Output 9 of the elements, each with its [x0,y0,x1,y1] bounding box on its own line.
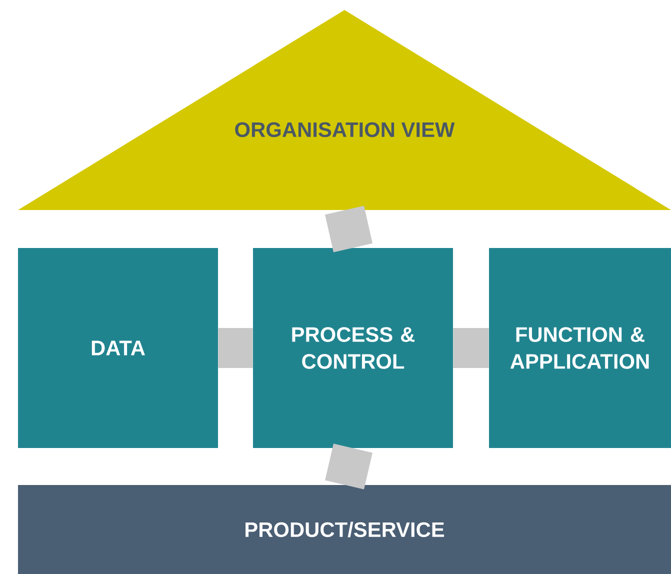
data-box: DATA [18,248,218,448]
connector-bar [325,444,372,490]
connector-bar [324,206,373,252]
function-box: FUNCTION & APPLICATION [489,248,671,448]
connector-bar [453,328,489,368]
roof-triangle: ORGANISATION VIEW [18,10,671,210]
process-box: PROCESS & CONTROL [253,248,453,448]
connector-bar [218,328,253,368]
product-bar: PRODUCT/SERVICE [18,485,671,574]
